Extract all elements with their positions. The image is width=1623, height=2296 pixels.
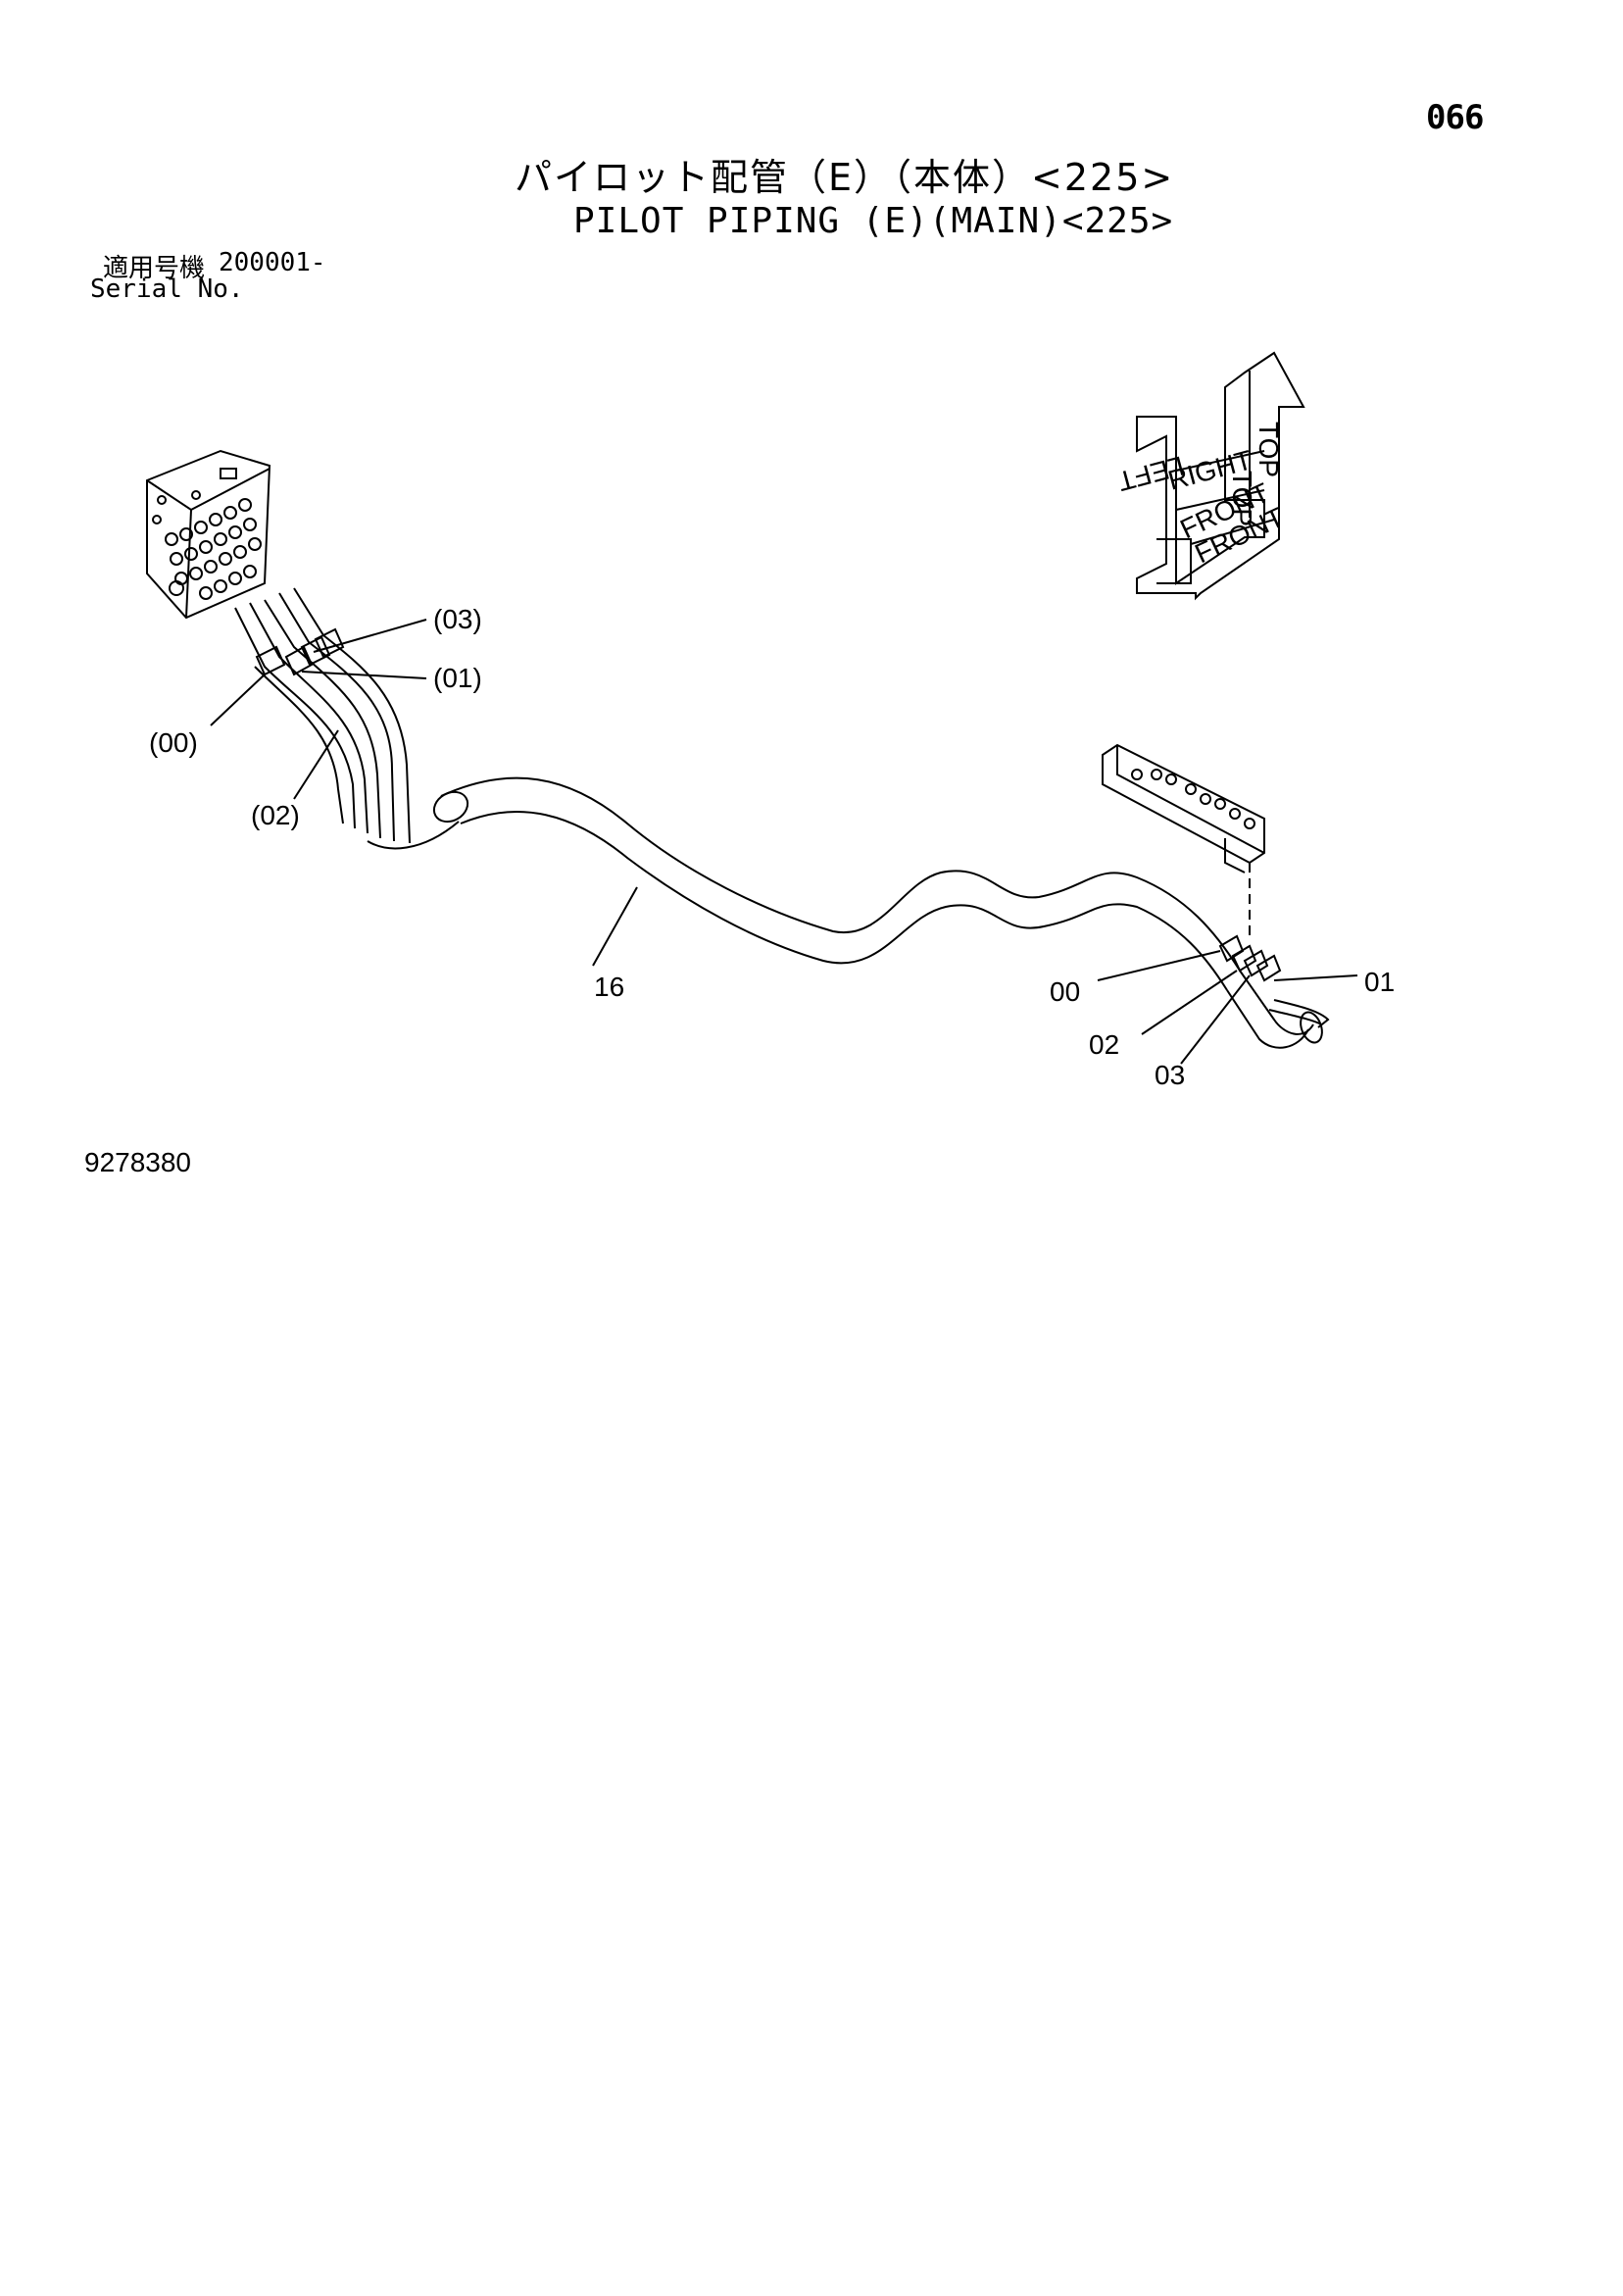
pilot-valve-block	[146, 449, 271, 620]
callout-02: 02	[1089, 1029, 1119, 1060]
callout-16: 16	[594, 972, 624, 1002]
protective-sleeve-16	[367, 776, 1241, 991]
drawing-number: 9278380	[84, 1147, 192, 1177]
page-title-japanese: パイロット配管（E）（本体）<225>	[515, 156, 1175, 199]
orientation-top-label: TOP	[1227, 471, 1257, 526]
callout-00-paren: (00)	[149, 727, 198, 758]
callout-01: 01	[1364, 967, 1395, 997]
serial-label-japanese: 適用号機	[103, 254, 206, 283]
control-valve-block	[1102, 743, 1265, 941]
orientation-top-label-2: TOP	[1254, 422, 1284, 477]
callout-03: 03	[1155, 1060, 1185, 1090]
serial-number-value: 200001-	[219, 248, 326, 277]
callout-01-paren: (01)	[433, 663, 482, 693]
leader-lines	[210, 619, 1358, 1065]
callout-00: 00	[1050, 976, 1080, 1007]
sleeve-right-end	[1218, 934, 1330, 1049]
pilot-hoses-upper	[234, 587, 411, 844]
callout-02-paren: (02)	[251, 800, 300, 830]
callout-03-paren: (03)	[433, 604, 482, 634]
page-number: 066	[1426, 98, 1484, 137]
page-title-english: PILOT PIPING (E)(MAIN)<225>	[573, 201, 1174, 241]
orientation-indicator: TOP TOP LEFT RIGHT FRONT FRONT	[1114, 351, 1305, 601]
serial-label-english: Serial No.	[90, 275, 244, 304]
